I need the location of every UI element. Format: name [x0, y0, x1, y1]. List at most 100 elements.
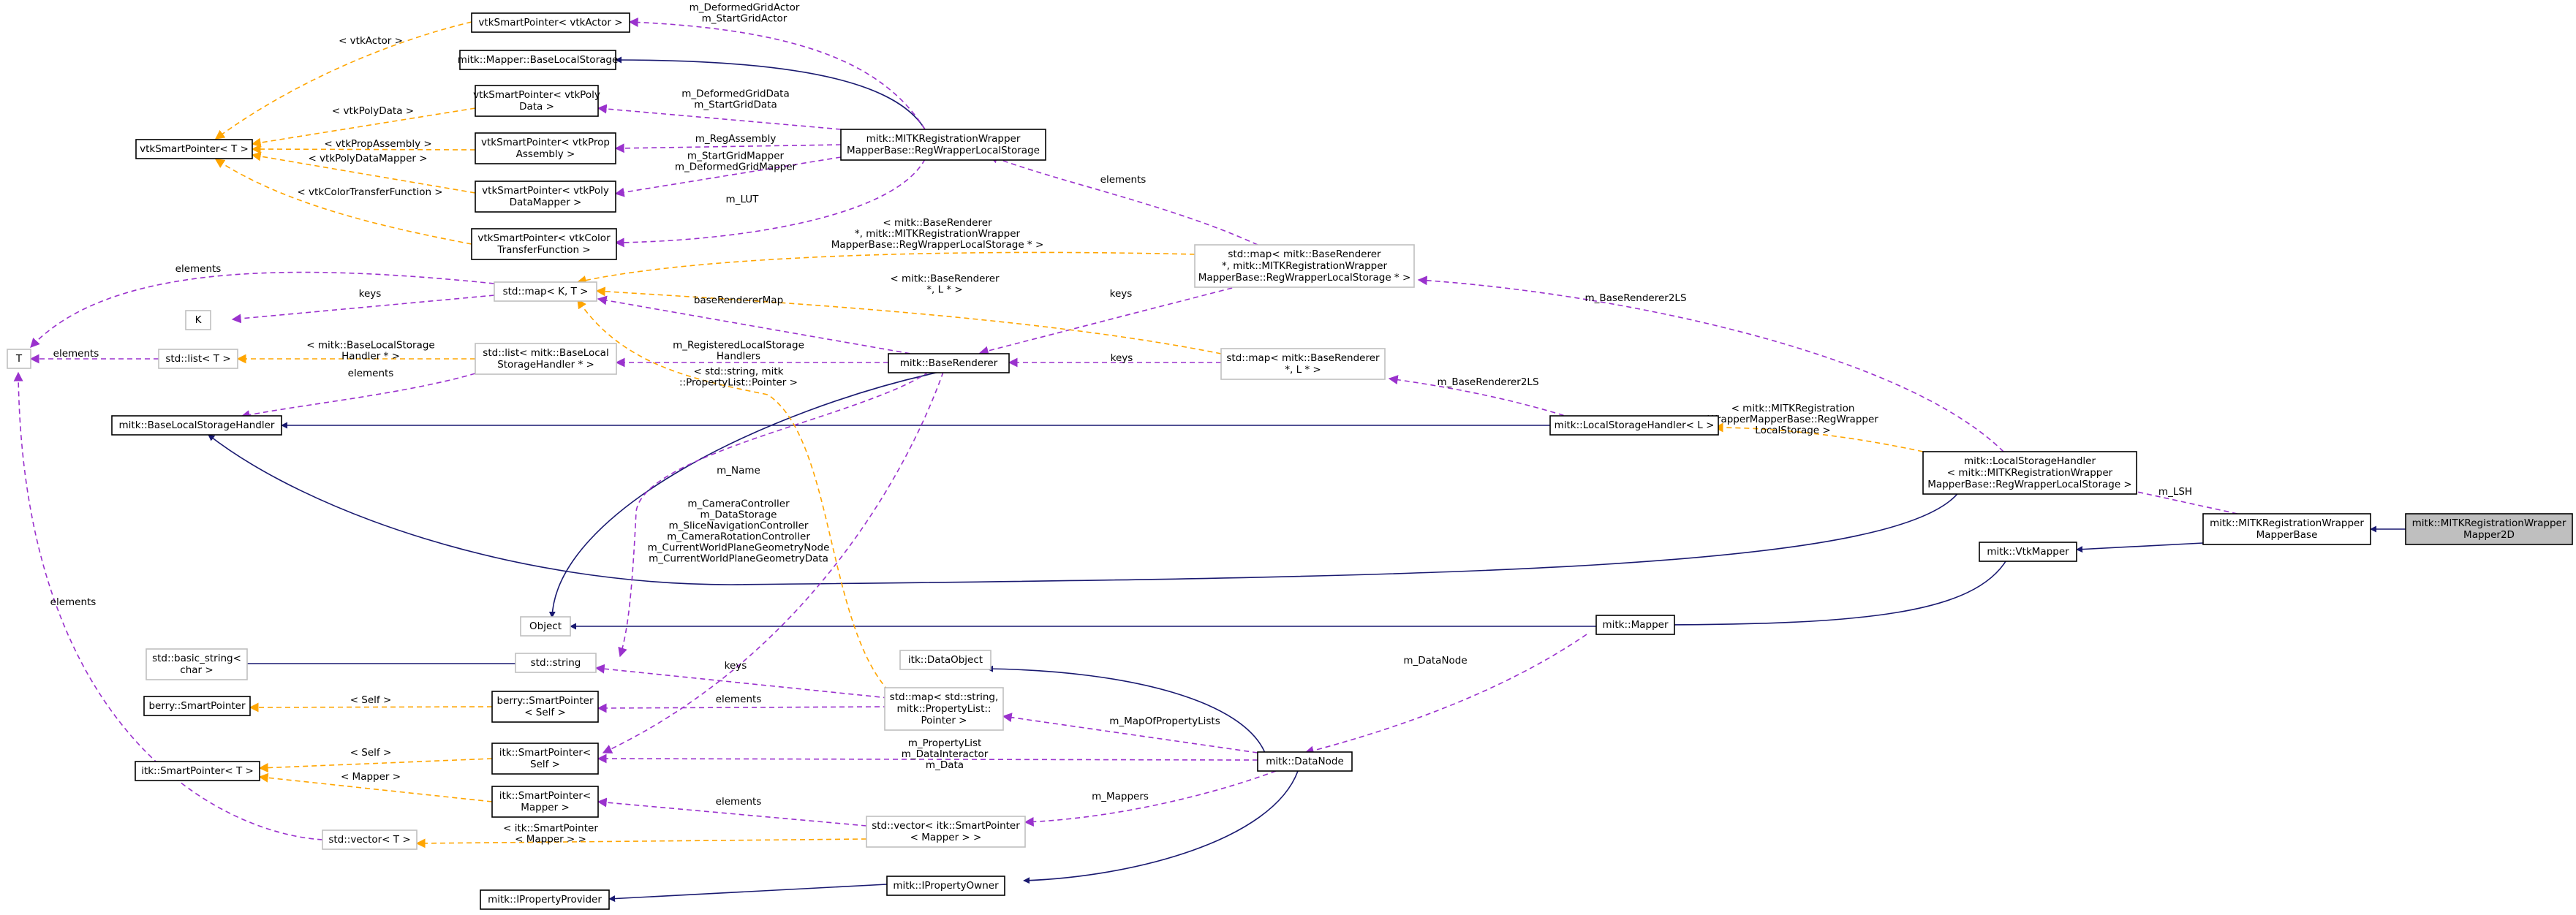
class-node-map-baserenderer-l[interactable]: std::map< mitk::BaseRenderer *, L * >: [1220, 348, 1386, 380]
class-node-box: [7, 349, 31, 369]
edge-label-elementsberry: elements: [716, 694, 762, 705]
class-node-label: mitk::DataNode: [1266, 756, 1344, 767]
class-node-itk-dataobject[interactable]: itk::DataObject: [899, 650, 992, 670]
class-node-itk-smartpointer-self[interactable]: itk::SmartPointer<Self >: [491, 743, 599, 775]
edge-label-mappers: m_Mappers: [1092, 791, 1149, 802]
class-node-label: vtkSmartPointer< vtkActor >: [478, 17, 622, 29]
class-node-localstoragehandler-l[interactable]: mitk::LocalStorageHandler< L >: [1549, 415, 1719, 436]
class-node-berry-smartpointer-self[interactable]: berry::SmartPointer< Self >: [491, 691, 599, 723]
class-node-label: *, L * >: [1285, 364, 1321, 376]
class-node-box: [143, 696, 251, 716]
class-node-regwrapperlocalstorage[interactable]: mitk::MITKRegistrationWrapperMapperBase:…: [840, 129, 1046, 161]
class-node-baselocalstoragehandler[interactable]: mitk::BaseLocalStorageHandler: [111, 415, 282, 436]
edge-label-keysl: keys: [1111, 352, 1133, 364]
class-node-label: itk::DataObject: [908, 654, 983, 666]
class-node-t[interactable]: T: [7, 349, 31, 369]
class-node-vtksmartpointer-vtkactor[interactable]: vtkSmartPointer< vtkActor >: [471, 12, 630, 33]
edge-vtkmapper-to-mapper: [1648, 558, 2008, 629]
class-node-map-baserenderer-regwrapper[interactable]: std::map< mitk::BaseRenderer *, mitk::MI…: [1194, 244, 1415, 288]
class-node-ipropertyowner[interactable]: mitk::IPropertyOwner: [886, 876, 1005, 896]
edge-label-text: < Mapper >: [341, 771, 401, 783]
class-node-box: [135, 139, 253, 159]
class-node-label: mitk::Mapper: [1602, 619, 1668, 631]
class-node-box: [135, 761, 260, 781]
class-node-label: std::map< mitk::BaseRenderer: [1226, 352, 1380, 364]
edge-baserenderer2ls: [1417, 276, 2004, 452]
class-node-localstoragehandler-reg[interactable]: mitk::LocalStorageHandler< mitk::MITKReg…: [1922, 451, 2137, 495]
class-node-box: [886, 876, 1005, 896]
class-node-label: mitk::MITKRegistrationWrapper: [2412, 517, 2566, 529]
edge-label-text: elements: [716, 694, 762, 705]
class-node-vtksp-colortf[interactable]: vtkSmartPointer< vtkColorTransferFunctio…: [471, 228, 617, 260]
edge-label-vtkpropassembly: < vtkPropAssembly >: [324, 138, 431, 150]
class-node-itk-smartpointer-t[interactable]: itk::SmartPointer< T >: [135, 761, 260, 781]
edge-label-text: < vtkColorTransferFunction >: [297, 186, 442, 198]
edge-label-text: baseRendererMap: [694, 295, 783, 306]
class-node-map-k-t[interactable]: std::map< K, T >: [494, 281, 597, 302]
class-node-std-string[interactable]: std::string: [515, 653, 597, 673]
class-node-vector-t[interactable]: std::vector< T >: [322, 829, 418, 850]
edge-label-text: elements: [53, 348, 99, 360]
class-node-label: MapperBase::RegWrapperLocalStorage: [847, 145, 1040, 156]
class-node-object[interactable]: Object: [520, 616, 571, 637]
edge-tpl-vtkpropassembly: [251, 144, 476, 154]
edge-label-text: m_CameraRotationController: [667, 531, 810, 543]
class-node-vtksp-polydatamapper[interactable]: vtkSmartPointer< vtkPolyDataMapper >: [475, 181, 616, 213]
class-node-list-baselocalstoragehandler[interactable]: std::list< mitk::BaseLocalStorageHandler…: [475, 343, 617, 375]
class-node-label: MapperBase::RegWrapperLocalStorage * >: [1198, 272, 1411, 284]
edge-elements-t1: [30, 271, 495, 348]
edges: [13, 17, 2406, 903]
class-node-baselocalstorage[interactable]: mitk::Mapper::BaseLocalStorage: [458, 50, 619, 70]
class-node-datanode[interactable]: mitk::DataNode: [1257, 751, 1353, 772]
class-node-label: std::basic_string<: [152, 653, 241, 664]
class-node-vtksmartpointer-t[interactable]: vtkSmartPointer< T >: [135, 139, 253, 159]
class-node-label: mitk::MITKRegistrationWrapper: [2210, 517, 2364, 529]
class-node-vtkmapper[interactable]: mitk::VtkMapper: [1979, 542, 2077, 562]
class-node-baserenderer[interactable]: mitk::BaseRenderer: [888, 353, 1010, 373]
edge-label-text: keys: [725, 660, 747, 672]
class-node-label: DataMapper >: [510, 197, 582, 208]
class-node-box: [1549, 415, 1719, 436]
class-node-mapper[interactable]: mitk::Mapper: [1595, 615, 1675, 635]
edge-datanode-to-ipropertyowner: [1023, 770, 1299, 884]
class-node-ipropertyprovider[interactable]: mitk::IPropertyProvider: [480, 889, 610, 910]
class-node-vtksp-polydata[interactable]: vtkSmartPointer< vtkPolyData >: [473, 85, 600, 117]
edge-label-cameracontroller: m_CameraControllerm_DataStoragem_SliceNa…: [648, 498, 830, 565]
class-node-label: itk::SmartPointer<: [499, 747, 591, 759]
edge-label-text: < mitk::MITKRegistration: [1731, 403, 1855, 414]
class-node-label: < Self >: [524, 707, 566, 718]
class-node-itk-smartpointer-mapper[interactable]: itk::SmartPointer<Mapper >: [491, 786, 599, 818]
edge-elements-t2: [13, 371, 323, 840]
edge-label-text: elements: [348, 368, 394, 379]
edge-label-datanode: m_DataNode: [1403, 655, 1467, 667]
class-node-list-t[interactable]: std::list< T >: [158, 349, 238, 369]
class-node-label: mitk::VtkMapper: [1987, 546, 2069, 558]
edge-label-mapbaserendererreg: < mitk::BaseRenderer*, mitk::MITKRegistr…: [831, 217, 1044, 251]
class-node-berry-smartpointer[interactable]: berry::SmartPointer: [143, 696, 251, 716]
class-node-vtksp-propassembly[interactable]: vtkSmartPointer< vtkPropAssembly >: [475, 132, 616, 164]
class-node-k[interactable]: K: [185, 310, 211, 330]
edge-cameracontroller: [602, 371, 944, 753]
class-node-label: std::vector< T >: [328, 834, 410, 846]
class-node-vector-itk-sp-mapper[interactable]: std::vector< itk::SmartPointer< Mapper >…: [866, 816, 1026, 848]
class-node-box: [459, 50, 616, 70]
edge-label-text: < itk::SmartPointer: [503, 823, 598, 835]
class-node-map-string-propertylist[interactable]: std::map< std::string,mitk::PropertyList…: [884, 687, 1004, 731]
class-node-basic-string[interactable]: std::basic_string<char >: [146, 648, 248, 680]
class-node-box: [515, 653, 597, 673]
edge-label-text: WrapperMapperBase::RegWrapper: [1707, 414, 1878, 425]
class-node-box: [491, 786, 599, 818]
class-node-label: berry::SmartPointer: [148, 700, 246, 712]
edge-label-text: m_CameraController: [687, 498, 790, 510]
edge-lut: [614, 159, 926, 248]
class-node-label: berry::SmartPointer: [496, 695, 594, 707]
edge-label-text: m_Name: [717, 465, 760, 477]
class-node-box: [471, 228, 617, 260]
class-node-box: [475, 85, 599, 117]
edge-label-text: < Mapper > >: [515, 834, 586, 846]
edge-label-itkspmapper: < itk::SmartPointer< Mapper > >: [503, 823, 598, 846]
class-node-label: mitk::IPropertyProvider: [488, 894, 602, 905]
